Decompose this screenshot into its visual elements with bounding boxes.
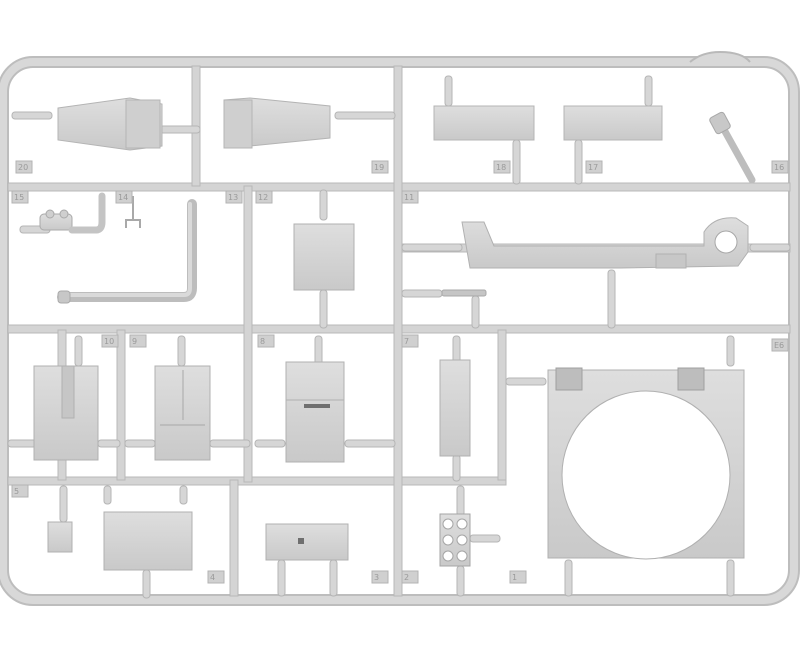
- part-number-label: 19: [374, 163, 384, 172]
- outer-runner: [0, 50, 800, 606]
- part-plate-a: [433, 105, 535, 141]
- part-small-bracket: [39, 209, 73, 231]
- part-number-label: 15: [14, 193, 24, 202]
- part-panel-1: [33, 365, 99, 461]
- part-number-tag: [371, 570, 389, 584]
- part-panel-2: [154, 365, 211, 461]
- part-number-tag: [115, 190, 133, 204]
- part-stick-diagonal: [709, 111, 756, 184]
- part-number-label: 7: [404, 337, 409, 346]
- part-number-tag: [401, 570, 419, 584]
- part-number-label: 9: [132, 337, 137, 346]
- part-number-label: 2: [404, 573, 409, 582]
- part-number-tag: [15, 160, 33, 174]
- part-number-tag: [101, 334, 119, 348]
- part-number-label: 5: [14, 487, 19, 496]
- part-number-tag: [11, 484, 29, 498]
- part-flat-block: [265, 523, 349, 561]
- part-panel-3: [285, 361, 345, 463]
- part-box-panel: [293, 223, 355, 291]
- part-number-tag: [371, 160, 389, 174]
- part-number-label: 12: [258, 193, 268, 202]
- part-bent-pipe-small: [68, 192, 106, 234]
- part-number-tag: [255, 190, 273, 204]
- part-number-tag: [11, 190, 29, 204]
- part-number-tag: [257, 334, 275, 348]
- part-number-label: 17: [588, 163, 598, 172]
- part-number-tag: [129, 334, 147, 348]
- part-number-tag: [493, 160, 511, 174]
- part-wedge-left: [57, 97, 163, 151]
- part-number-label: 3: [374, 573, 379, 582]
- part-number-tag: [401, 334, 419, 348]
- part-number-tags: 20 19 18 17 16 15 14 13 12 11 10 9 8 7 E6 5 4 3 2 1: [11, 160, 789, 584]
- part-long-pipe: [57, 199, 197, 304]
- part-number-label: E6: [774, 341, 784, 350]
- part-number-tag: [401, 190, 419, 204]
- part-roundels: [439, 513, 471, 567]
- part-number-tag: [585, 160, 603, 174]
- part-number-tag: [771, 338, 789, 352]
- part-number-label: 8: [260, 337, 265, 346]
- part-number-label: 1: [512, 573, 517, 582]
- part-number-tag: [771, 160, 789, 174]
- part-small-block: [47, 521, 73, 553]
- part-number-label: 20: [18, 163, 28, 172]
- part-number-label: 11: [404, 193, 414, 202]
- part-number-tag: [509, 570, 527, 584]
- part-clip: [125, 196, 141, 228]
- part-number-label: 13: [228, 193, 238, 202]
- part-number-tag: [225, 190, 243, 204]
- part-number-label: 18: [496, 163, 506, 172]
- part-arm: [461, 217, 749, 269]
- part-strip: [439, 359, 471, 457]
- part-wedge-right: [223, 97, 331, 149]
- part-number-label: 14: [118, 193, 128, 202]
- part-plate-b: [563, 105, 663, 141]
- part-rod: [441, 289, 487, 297]
- part-ring-plate: [547, 367, 745, 560]
- part-number-tag: [207, 570, 225, 584]
- part-number-label: 4: [210, 573, 215, 582]
- part-number-label: 10: [104, 337, 114, 346]
- part-box: [103, 511, 193, 571]
- part-number-label: 16: [774, 163, 784, 172]
